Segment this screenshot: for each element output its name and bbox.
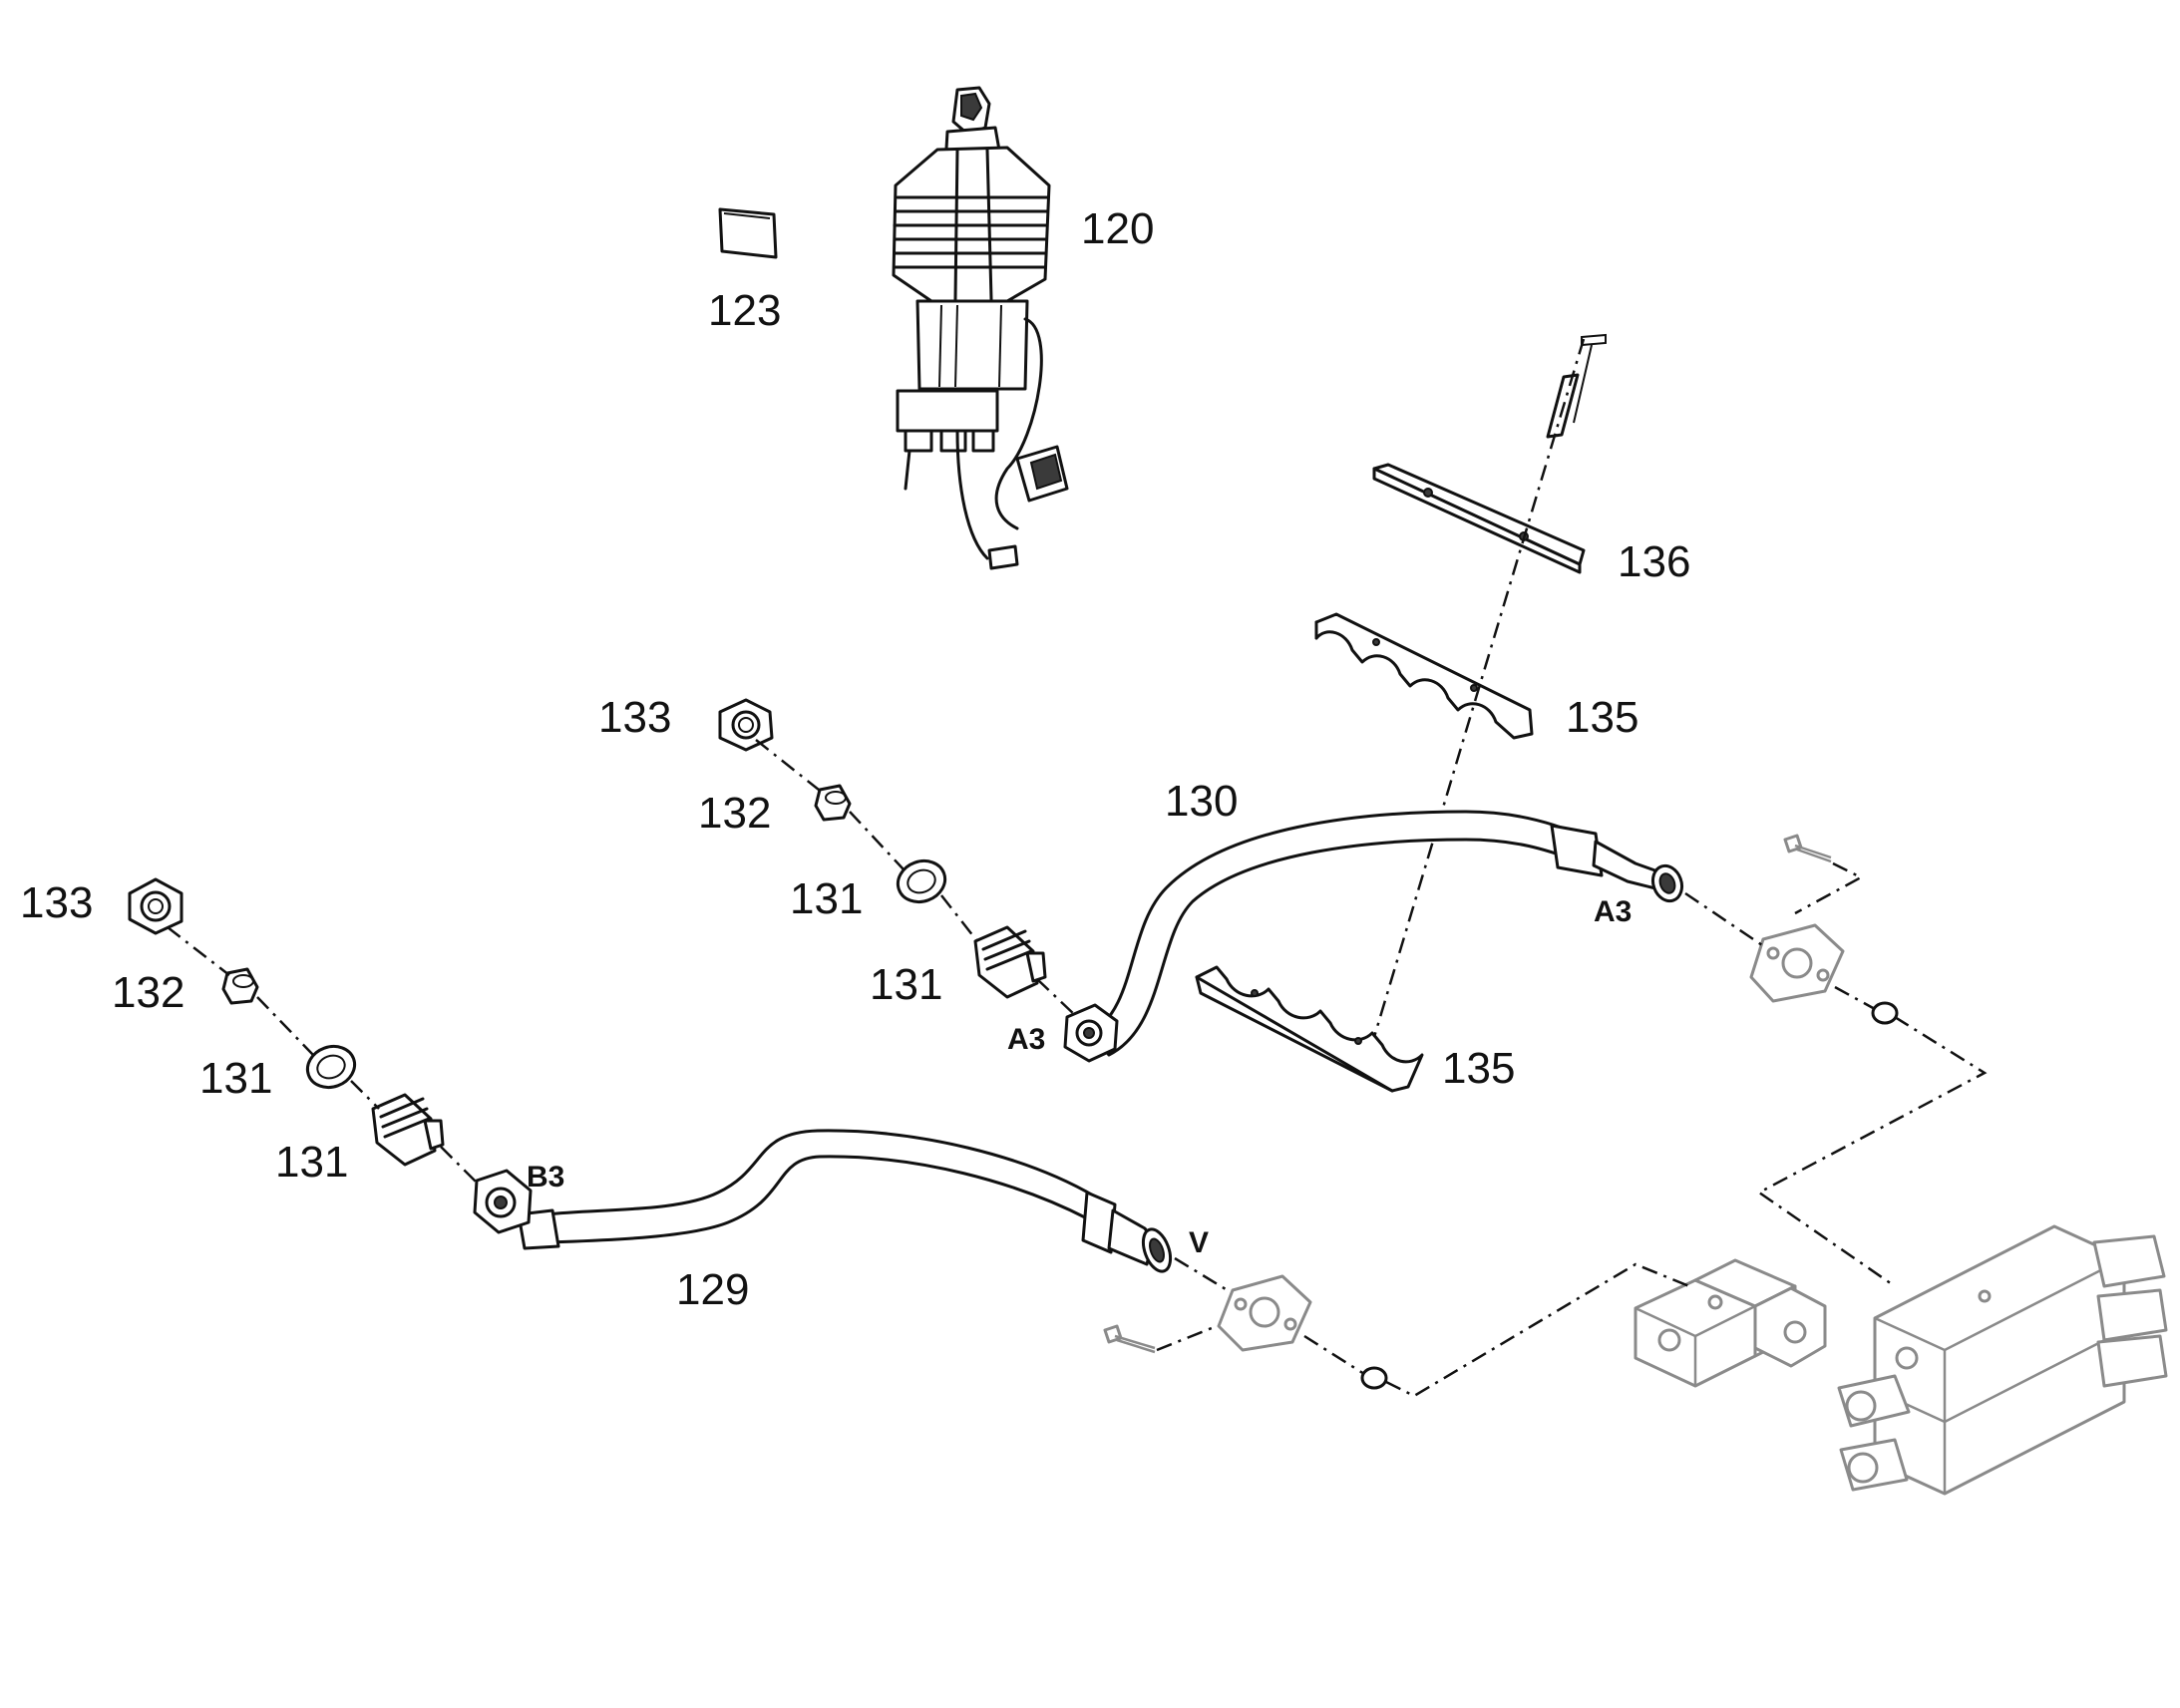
label-130: 130 <box>1165 777 1238 826</box>
label-131-upper-a: 131 <box>790 874 863 923</box>
assembly-line-a3-to-valve <box>1684 861 1988 1288</box>
hose-part-129 <box>473 1129 1173 1273</box>
label-131-lower-a: 131 <box>199 1054 272 1103</box>
hose-clamp-part-135-lower <box>1195 965 1424 1093</box>
nut-part-133-upper <box>718 698 774 752</box>
port-label-a3-fitting: A3 <box>1007 1023 1045 1056</box>
label-129: 129 <box>676 1265 749 1314</box>
label-card-part-123 <box>718 207 778 259</box>
label-135-lower: 135 <box>1442 1044 1515 1093</box>
plug-part-132-upper <box>814 784 852 822</box>
assembly-centre-line-clamps <box>1372 338 1586 1038</box>
port-label-b3: B3 <box>527 1161 564 1194</box>
assembly-line-lower-fittings <box>167 926 478 1184</box>
bolt-lower-left <box>1103 1324 1156 1354</box>
o-ring-upper-right <box>1871 1001 1899 1025</box>
port-label-v: V <box>1189 1226 1209 1259</box>
flange-lower-left <box>1217 1274 1312 1352</box>
clamp-plate-part-136 <box>1372 333 1607 574</box>
nut-part-133-lower <box>128 877 183 935</box>
control-valve-block <box>1837 1224 2168 1496</box>
label-131-lower-b: 131 <box>275 1138 348 1187</box>
assembly-line-v-to-valve <box>1156 1256 1690 1398</box>
label-132-upper: 132 <box>698 789 771 838</box>
label-132-lower: 132 <box>112 968 184 1017</box>
hose-part-130 <box>1063 810 1684 1063</box>
adapter-part-131-upper-b <box>973 925 1047 999</box>
label-120: 120 <box>1081 204 1154 253</box>
pilot-valve-module <box>1634 1258 1827 1388</box>
port-label-a3-hose-end: A3 <box>1594 895 1632 928</box>
o-ring-lower-left <box>1360 1366 1388 1390</box>
hose-clamp-part-135-upper <box>1314 612 1534 740</box>
assembly-line-upper-fittings <box>755 739 1078 1018</box>
label-133-upper: 133 <box>598 693 671 742</box>
washer-part-131-lower-a <box>305 1044 357 1090</box>
label-123: 123 <box>708 286 781 335</box>
flange-upper-right <box>1749 923 1845 1003</box>
washer-part-131-upper-a <box>896 858 947 904</box>
adapter-part-131-lower-b <box>371 1093 445 1167</box>
label-131-upper-b: 131 <box>870 960 942 1009</box>
joystick-part-120 <box>892 86 1069 570</box>
label-135-upper: 135 <box>1566 693 1638 742</box>
label-136: 136 <box>1618 537 1690 586</box>
bolt-upper-right <box>1783 834 1832 863</box>
plug-part-132-lower <box>221 967 259 1005</box>
label-133-lower: 133 <box>20 878 93 927</box>
